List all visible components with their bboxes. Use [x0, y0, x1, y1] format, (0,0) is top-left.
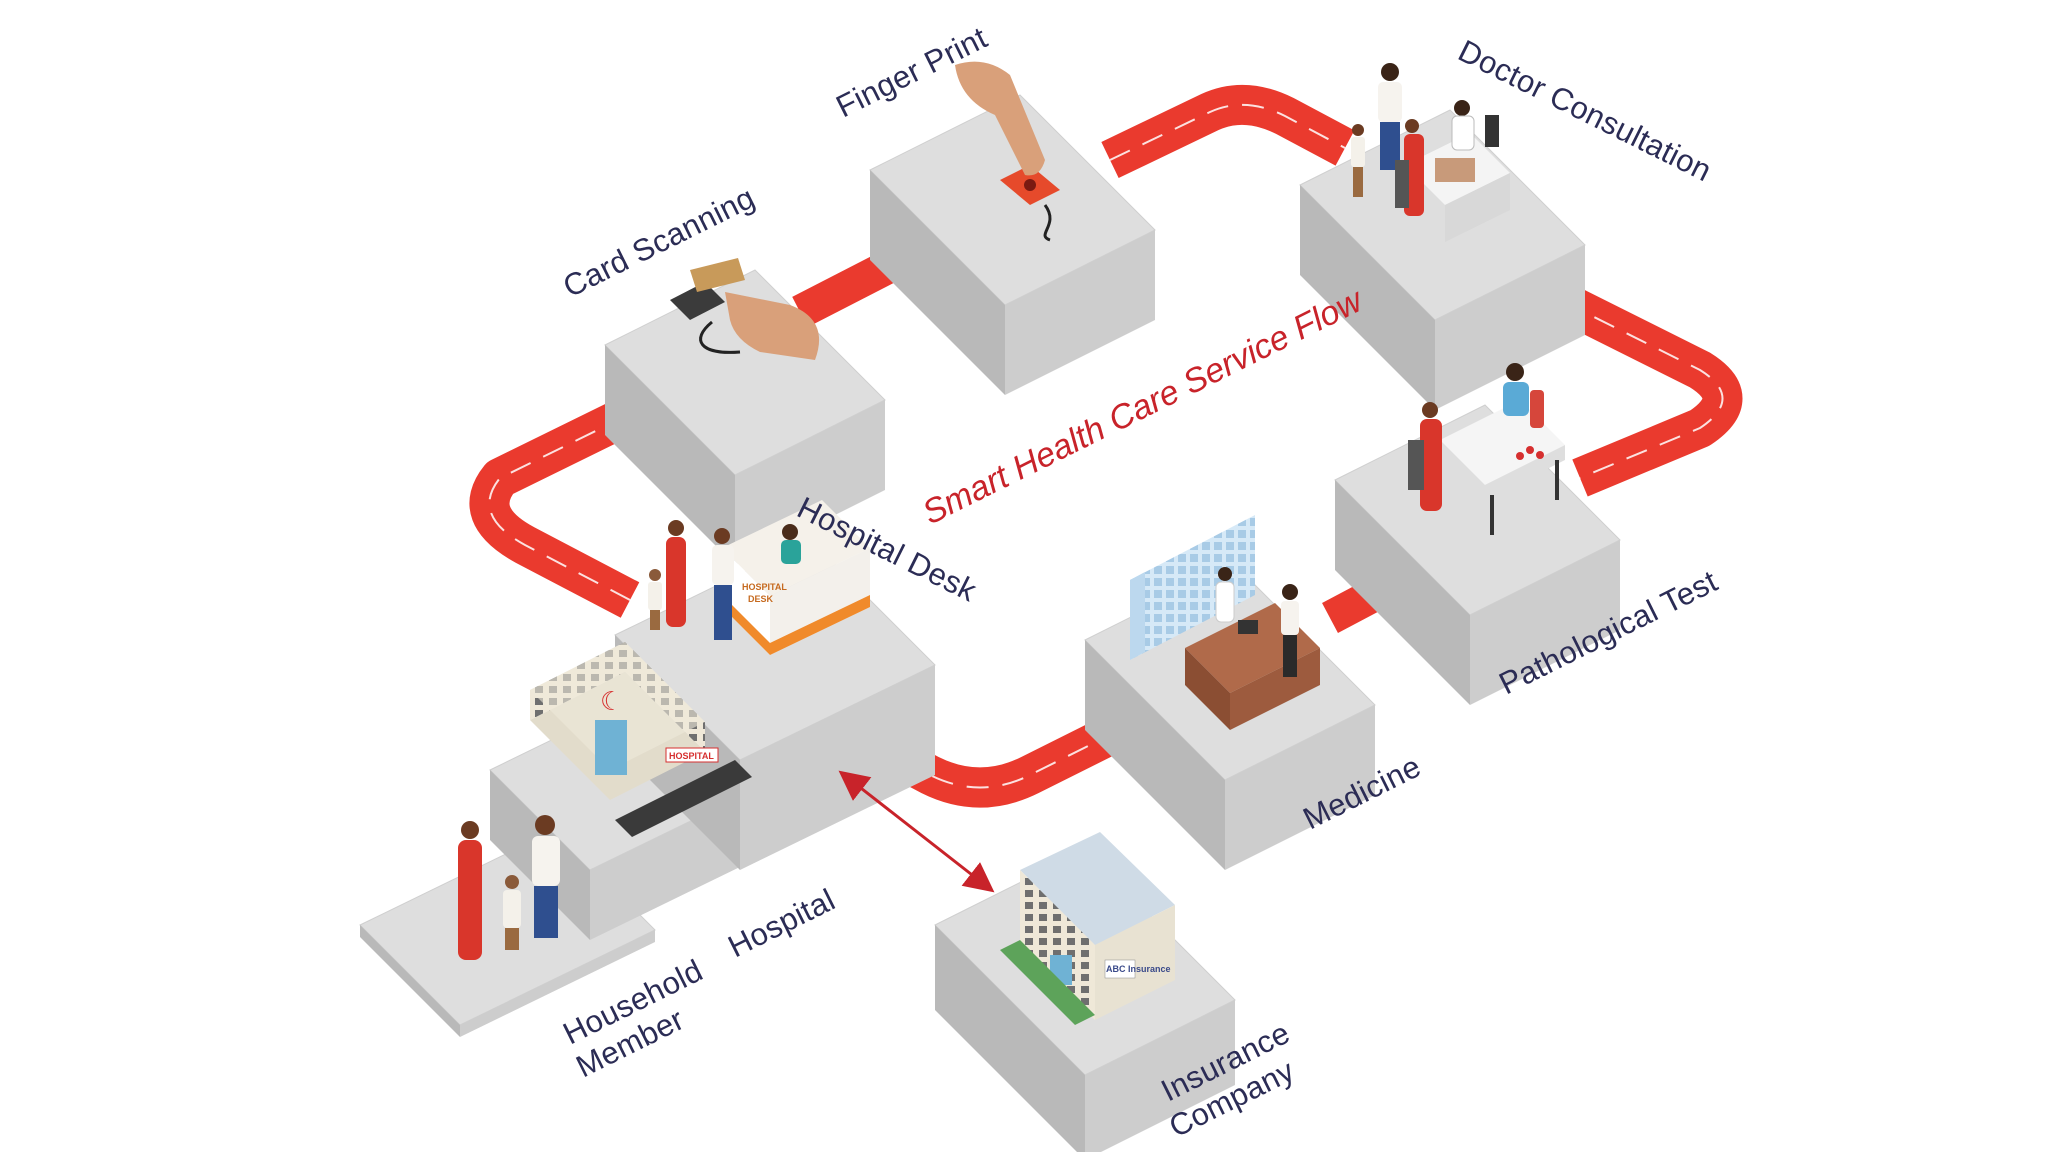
hospital-building-icon: ☾ HOSPITAL — [530, 642, 752, 837]
fingerprint-scanner-icon — [955, 61, 1060, 242]
svg-text:☾: ☾ — [600, 687, 623, 717]
insurance-link-arrow — [838, 770, 995, 893]
pharmacy-icon — [1130, 515, 1320, 730]
platform-pathological-test — [1334, 404, 1621, 705]
platform-doctor-consultation — [1299, 109, 1586, 410]
insurance-sign: ABC Insurance — [1106, 964, 1171, 974]
card-reader-icon — [670, 258, 820, 360]
insurance-building-icon: ABC Insurance — [1000, 832, 1175, 1025]
label-hospital: Hospital — [723, 882, 841, 964]
doctor-desk-icon — [1351, 63, 1510, 242]
reception-desk-icon: HOSPITAL DESK — [648, 500, 870, 655]
desk-sign-line2: DESK — [748, 594, 774, 604]
family-icon — [458, 815, 560, 960]
platform-finger-print — [869, 94, 1156, 395]
desk-sign-line1: HOSPITAL — [742, 582, 787, 592]
hospital-sign: HOSPITAL — [669, 751, 714, 761]
lab-test-icon — [1408, 363, 1565, 535]
